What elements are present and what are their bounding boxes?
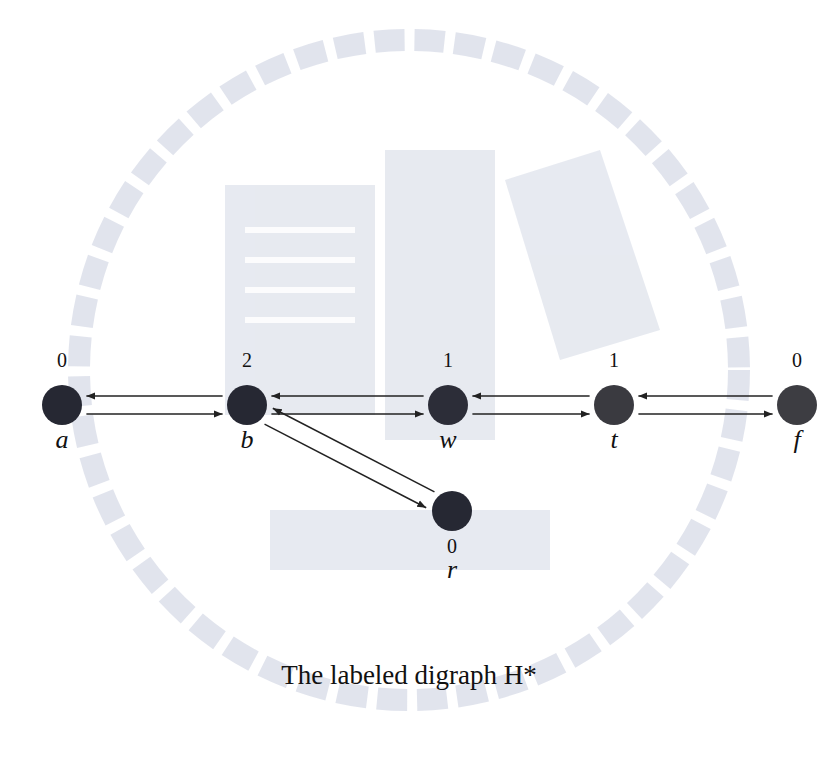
vertex-dot [42, 385, 82, 425]
vertex-dot [227, 385, 267, 425]
directed-arc [638, 395, 772, 397]
vertex-value: 0 [747, 349, 818, 372]
vertex-value: 0 [402, 535, 502, 558]
directed-arc [472, 395, 589, 397]
vertex-name: b [197, 425, 297, 455]
directed-arc [271, 395, 423, 397]
graph-vertex: 2b [227, 385, 267, 425]
vertex-name: a [12, 425, 112, 455]
vertex-dot [594, 385, 634, 425]
graph-vertex: 0f [777, 385, 817, 425]
vertex-dot [432, 491, 472, 531]
directed-arc [273, 408, 435, 492]
vertex-dot [777, 385, 817, 425]
vertex-name: r [402, 555, 502, 585]
vertex-name: t [564, 425, 664, 455]
directed-arc [265, 424, 427, 508]
graph-vertex: 0r [432, 491, 472, 531]
directed-arc [86, 395, 222, 397]
graph-vertex: 0a [42, 385, 82, 425]
directed-arc [271, 413, 423, 415]
vertex-value: 2 [197, 349, 297, 372]
directed-arc [472, 413, 589, 415]
vertex-value: 0 [12, 349, 112, 372]
graph-vertex: 1w [428, 385, 468, 425]
vertex-name: w [398, 425, 498, 455]
figure-caption: The labeled digraph H* [0, 660, 818, 691]
vertex-dot [428, 385, 468, 425]
directed-arc [638, 413, 772, 415]
graph-vertex: 1t [594, 385, 634, 425]
vertex-name: f [747, 425, 818, 455]
vertex-value: 1 [398, 349, 498, 372]
directed-arc [86, 413, 222, 415]
vertex-value: 1 [564, 349, 664, 372]
